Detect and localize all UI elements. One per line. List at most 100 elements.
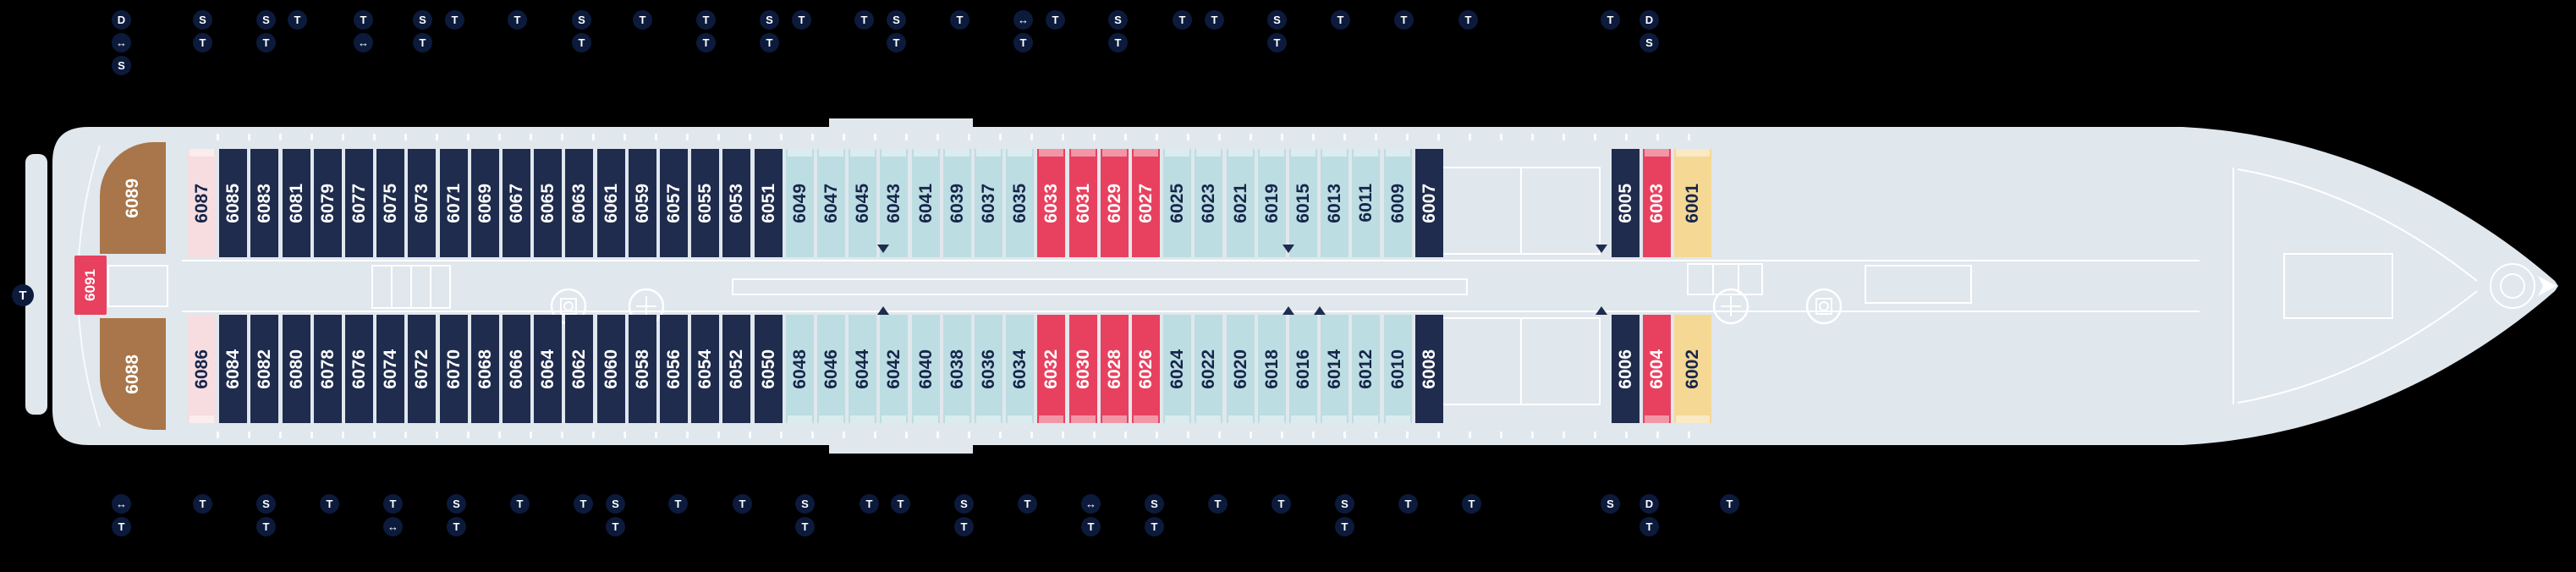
- cabin-6034[interactable]: 6034: [1006, 315, 1034, 423]
- cabin-6014[interactable]: 6014: [1321, 315, 1348, 423]
- cabin-6015[interactable]: 6015: [1289, 149, 1317, 257]
- feature-badge-S: S: [256, 10, 276, 30]
- cabin-6077[interactable]: 6077: [345, 149, 373, 257]
- cabin-6039[interactable]: 6039: [943, 149, 971, 257]
- cabin-6044[interactable]: 6044: [849, 315, 876, 423]
- cabin-6029[interactable]: 6029: [1101, 149, 1129, 257]
- cabin-6064[interactable]: 6064: [534, 315, 562, 423]
- cabin-6033[interactable]: 6033: [1037, 149, 1065, 257]
- cabin-6002[interactable]: 6002: [1674, 315, 1711, 423]
- cabin-6011[interactable]: 6011: [1352, 149, 1380, 257]
- cabin-number: 6083: [254, 183, 274, 223]
- cabin-6004[interactable]: 6004: [1643, 315, 1671, 423]
- cabin-6019[interactable]: 6019: [1258, 149, 1286, 257]
- cabin-6051[interactable]: 6051: [755, 149, 783, 257]
- cabin-6072[interactable]: 6072: [408, 315, 436, 423]
- cabin-6047[interactable]: 6047: [817, 149, 845, 257]
- balcony-strip: [914, 415, 938, 423]
- cabin-6067[interactable]: 6067: [503, 149, 530, 257]
- cabin-6030[interactable]: 6030: [1069, 315, 1097, 423]
- cabin-6018[interactable]: 6018: [1258, 315, 1286, 423]
- cabin-6056[interactable]: 6056: [660, 315, 688, 423]
- cabin-6043[interactable]: 6043: [880, 149, 908, 257]
- cabin-6013[interactable]: 6013: [1321, 149, 1348, 257]
- cabin-6071[interactable]: 6071: [440, 149, 468, 257]
- cabin-6006[interactable]: 6006: [1612, 315, 1640, 423]
- cabin-6069[interactable]: 6069: [471, 149, 499, 257]
- cabin-6085[interactable]: 6085: [219, 149, 247, 257]
- cabin-6031[interactable]: 6031: [1069, 149, 1097, 257]
- cabin-6057[interactable]: 6057: [660, 149, 688, 257]
- cabin-6032[interactable]: 6032: [1037, 315, 1065, 423]
- cabin-6070[interactable]: 6070: [440, 315, 468, 423]
- cabin-6083[interactable]: 6083: [250, 149, 278, 257]
- cabin-6086[interactable]: 6086: [188, 315, 216, 423]
- cabin-6037[interactable]: 6037: [975, 149, 1002, 257]
- cabin-number: 6020: [1230, 349, 1250, 389]
- cabin-6028[interactable]: 6028: [1101, 315, 1129, 423]
- cabin-6038[interactable]: 6038: [943, 315, 971, 423]
- cabin-6010[interactable]: 6010: [1384, 315, 1412, 423]
- cabin-6079[interactable]: 6079: [314, 149, 342, 257]
- cabin-number: 6045: [852, 183, 872, 223]
- balcony-strip: [1102, 415, 1127, 423]
- cabin-6023[interactable]: 6023: [1195, 149, 1222, 257]
- cabin-6026[interactable]: 6026: [1132, 315, 1160, 423]
- cabin-6007[interactable]: 6007: [1415, 149, 1443, 257]
- cabin-6040[interactable]: 6040: [912, 315, 940, 423]
- cabin-6027[interactable]: 6027: [1132, 149, 1160, 257]
- cabin-6052[interactable]: 6052: [722, 315, 750, 423]
- cabin-6054[interactable]: 6054: [691, 315, 719, 423]
- cabin-6066[interactable]: 6066: [503, 315, 530, 423]
- cabin-6087[interactable]: 6087: [188, 149, 216, 257]
- cabin-6025[interactable]: 6025: [1163, 149, 1191, 257]
- cabin-number: 6038: [947, 349, 967, 389]
- cabin-6073[interactable]: 6073: [408, 149, 436, 257]
- cabin-6078[interactable]: 6078: [314, 315, 342, 423]
- cabin-6045[interactable]: 6045: [849, 149, 876, 257]
- cabin-6022[interactable]: 6022: [1195, 315, 1222, 423]
- cabin-6065[interactable]: 6065: [534, 149, 562, 257]
- cabin-6003[interactable]: 6003: [1643, 149, 1671, 257]
- cabin-6041[interactable]: 6041: [912, 149, 940, 257]
- cabin-number: 6091: [82, 269, 98, 301]
- cabin-6042[interactable]: 6042: [880, 315, 908, 423]
- cabin-6084[interactable]: 6084: [219, 315, 247, 423]
- balcony-strip: [819, 415, 843, 423]
- cabin-6081[interactable]: 6081: [283, 149, 310, 257]
- cabin-6005[interactable]: 6005: [1612, 149, 1640, 257]
- cabin-6053[interactable]: 6053: [722, 149, 750, 257]
- cabin-6008[interactable]: 6008: [1415, 315, 1443, 423]
- cabin-6024[interactable]: 6024: [1163, 315, 1191, 423]
- cabin-6076[interactable]: 6076: [345, 315, 373, 423]
- cabin-6049[interactable]: 6049: [786, 149, 814, 257]
- cabin-6060[interactable]: 6060: [597, 315, 625, 423]
- cabin-6016[interactable]: 6016: [1289, 315, 1317, 423]
- cabin-6075[interactable]: 6075: [376, 149, 404, 257]
- cabin-6009[interactable]: 6009: [1384, 149, 1412, 257]
- cabin-6055[interactable]: 6055: [691, 149, 719, 257]
- balcony-strip: [914, 149, 938, 157]
- cabin-6035[interactable]: 6035: [1006, 149, 1034, 257]
- cabin-6021[interactable]: 6021: [1227, 149, 1255, 257]
- cabin-6059[interactable]: 6059: [629, 149, 656, 257]
- cabin-6050[interactable]: 6050: [755, 315, 783, 423]
- cabin-6001[interactable]: 6001: [1674, 149, 1711, 257]
- cabin-6082[interactable]: 6082: [250, 315, 278, 423]
- cabin-6061[interactable]: 6061: [597, 149, 625, 257]
- cabin-6048[interactable]: 6048: [786, 315, 814, 423]
- cabin-6012[interactable]: 6012: [1352, 315, 1380, 423]
- cabin-6063[interactable]: 6063: [565, 149, 593, 257]
- cabin-6080[interactable]: 6080: [283, 315, 310, 423]
- cabin-6091[interactable]: 6091: [74, 256, 107, 315]
- cabin-6046[interactable]: 6046: [817, 315, 845, 423]
- feature-badge-T: T: [1331, 10, 1350, 30]
- cabin-number: 6075: [380, 183, 400, 223]
- cabin-6068[interactable]: 6068: [471, 315, 499, 423]
- cabin-6020[interactable]: 6020: [1227, 315, 1255, 423]
- cabin-6074[interactable]: 6074: [376, 315, 404, 423]
- cabin-6036[interactable]: 6036: [975, 315, 1002, 423]
- cabin-6062[interactable]: 6062: [565, 315, 593, 423]
- feature-badge-T: T: [572, 33, 591, 52]
- cabin-6058[interactable]: 6058: [629, 315, 656, 423]
